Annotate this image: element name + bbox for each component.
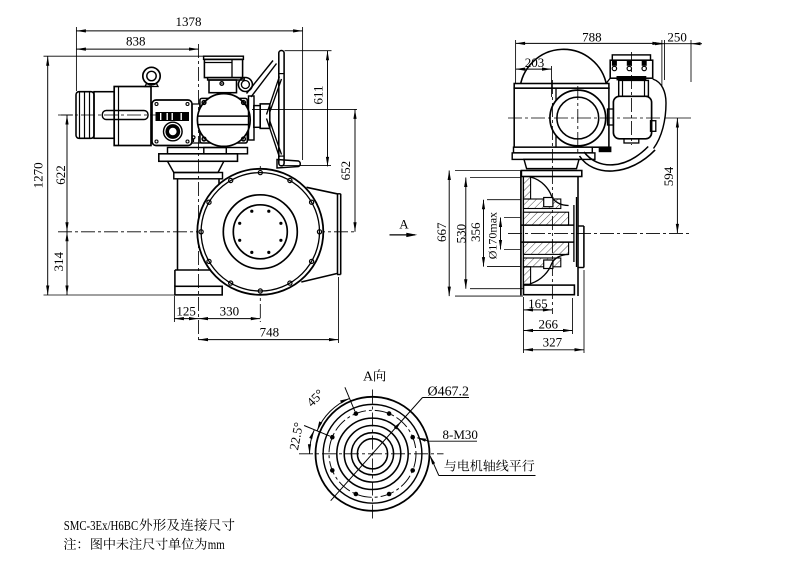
svg-text:611: 611 bbox=[311, 85, 326, 104]
svg-text:22.5°: 22.5° bbox=[286, 421, 306, 451]
svg-text:594: 594 bbox=[661, 166, 676, 186]
svg-text:652: 652 bbox=[338, 161, 353, 181]
svg-text:622: 622 bbox=[53, 165, 68, 185]
svg-text:356: 356 bbox=[468, 222, 483, 242]
svg-text:327: 327 bbox=[543, 335, 563, 350]
svg-text:125: 125 bbox=[176, 304, 196, 319]
svg-text:mm: mm bbox=[208, 537, 226, 552]
svg-text:A: A bbox=[363, 370, 374, 385]
svg-text:45°: 45° bbox=[303, 386, 326, 409]
svg-text:1378: 1378 bbox=[176, 14, 202, 29]
svg-text:Ø467.2: Ø467.2 bbox=[428, 384, 470, 399]
svg-text:314: 314 bbox=[51, 251, 66, 271]
svg-text:838: 838 bbox=[126, 33, 146, 48]
svg-text:330: 330 bbox=[220, 304, 240, 319]
svg-text:8-M30: 8-M30 bbox=[443, 427, 478, 442]
svg-text:Ø170max: Ø170max bbox=[486, 212, 500, 259]
svg-text:266: 266 bbox=[538, 317, 558, 332]
svg-text:165: 165 bbox=[528, 296, 548, 311]
svg-text:788: 788 bbox=[582, 29, 602, 44]
svg-text:748: 748 bbox=[260, 325, 280, 340]
svg-text:530: 530 bbox=[453, 224, 468, 244]
svg-text:1270: 1270 bbox=[31, 162, 46, 188]
svg-text:A: A bbox=[399, 217, 409, 232]
svg-text:SMC-3Ex/H6BC: SMC-3Ex/H6BC bbox=[64, 518, 139, 533]
svg-text:667: 667 bbox=[434, 222, 449, 242]
svg-text:250: 250 bbox=[667, 29, 687, 44]
